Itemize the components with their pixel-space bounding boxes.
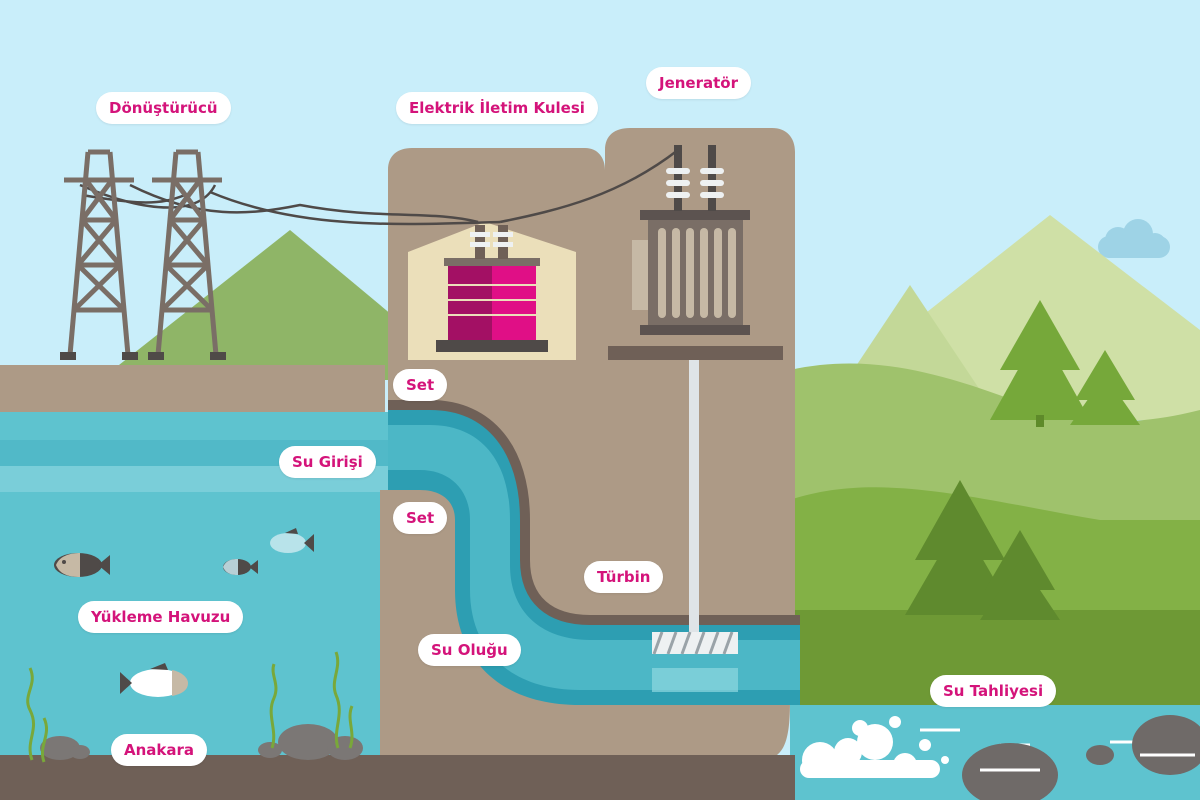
water-splash: [800, 716, 949, 778]
turbine-reflection: [652, 668, 738, 692]
label-water-intake: Su Girişi: [279, 446, 376, 478]
label-bedrock: Anakara: [111, 734, 208, 766]
fish-icon-small: [223, 559, 258, 575]
label-outflow: Su Tahliyesi: [930, 675, 1057, 707]
transformer-bushings: [470, 225, 513, 259]
label-penstock: Su Oluğu: [418, 634, 521, 666]
transformer-base: [436, 340, 548, 352]
label-reservoir: Yükleme Havuzu: [78, 601, 244, 633]
label-transformer: Dönüştürücü: [96, 92, 231, 124]
label-dam-top: Set: [393, 369, 448, 401]
label-tower: Elektrik İletim Kulesi: [396, 92, 598, 124]
generator-bushings: [666, 145, 724, 211]
penstock-inner: [388, 425, 800, 690]
turbine-blades: [652, 631, 734, 655]
fish-icon: [54, 553, 110, 577]
generator-cap: [640, 210, 750, 220]
rock-ripples: [980, 753, 1195, 772]
label-dam-mid: Set: [393, 502, 448, 534]
transformer-cap: [444, 258, 540, 266]
generator-bottom: [640, 325, 750, 335]
tree-icon: [990, 300, 1140, 427]
label-generator: Jeneratör: [646, 67, 751, 99]
mountain-left: [100, 230, 470, 380]
tree-icon-lower: [905, 480, 1060, 620]
generator-fins: [658, 228, 736, 318]
penstock-wall: [388, 400, 800, 625]
label-turbine: Türbin: [584, 561, 664, 593]
cloud-icon: [1098, 219, 1170, 258]
transformer-lines: [448, 284, 536, 316]
tower-icon-left: [64, 149, 134, 356]
fish-icon-light: [270, 528, 314, 553]
tower-icon-right: [152, 149, 222, 356]
tower-feet: [60, 352, 226, 360]
generator-panel: [632, 240, 648, 310]
left-ground: [0, 365, 385, 426]
fish-icon-large: [120, 663, 188, 697]
generator-platform: [608, 346, 783, 360]
seaweed-icon: [26, 651, 354, 763]
rocks-right: [962, 715, 1200, 800]
turbine-shaft: [689, 360, 699, 632]
